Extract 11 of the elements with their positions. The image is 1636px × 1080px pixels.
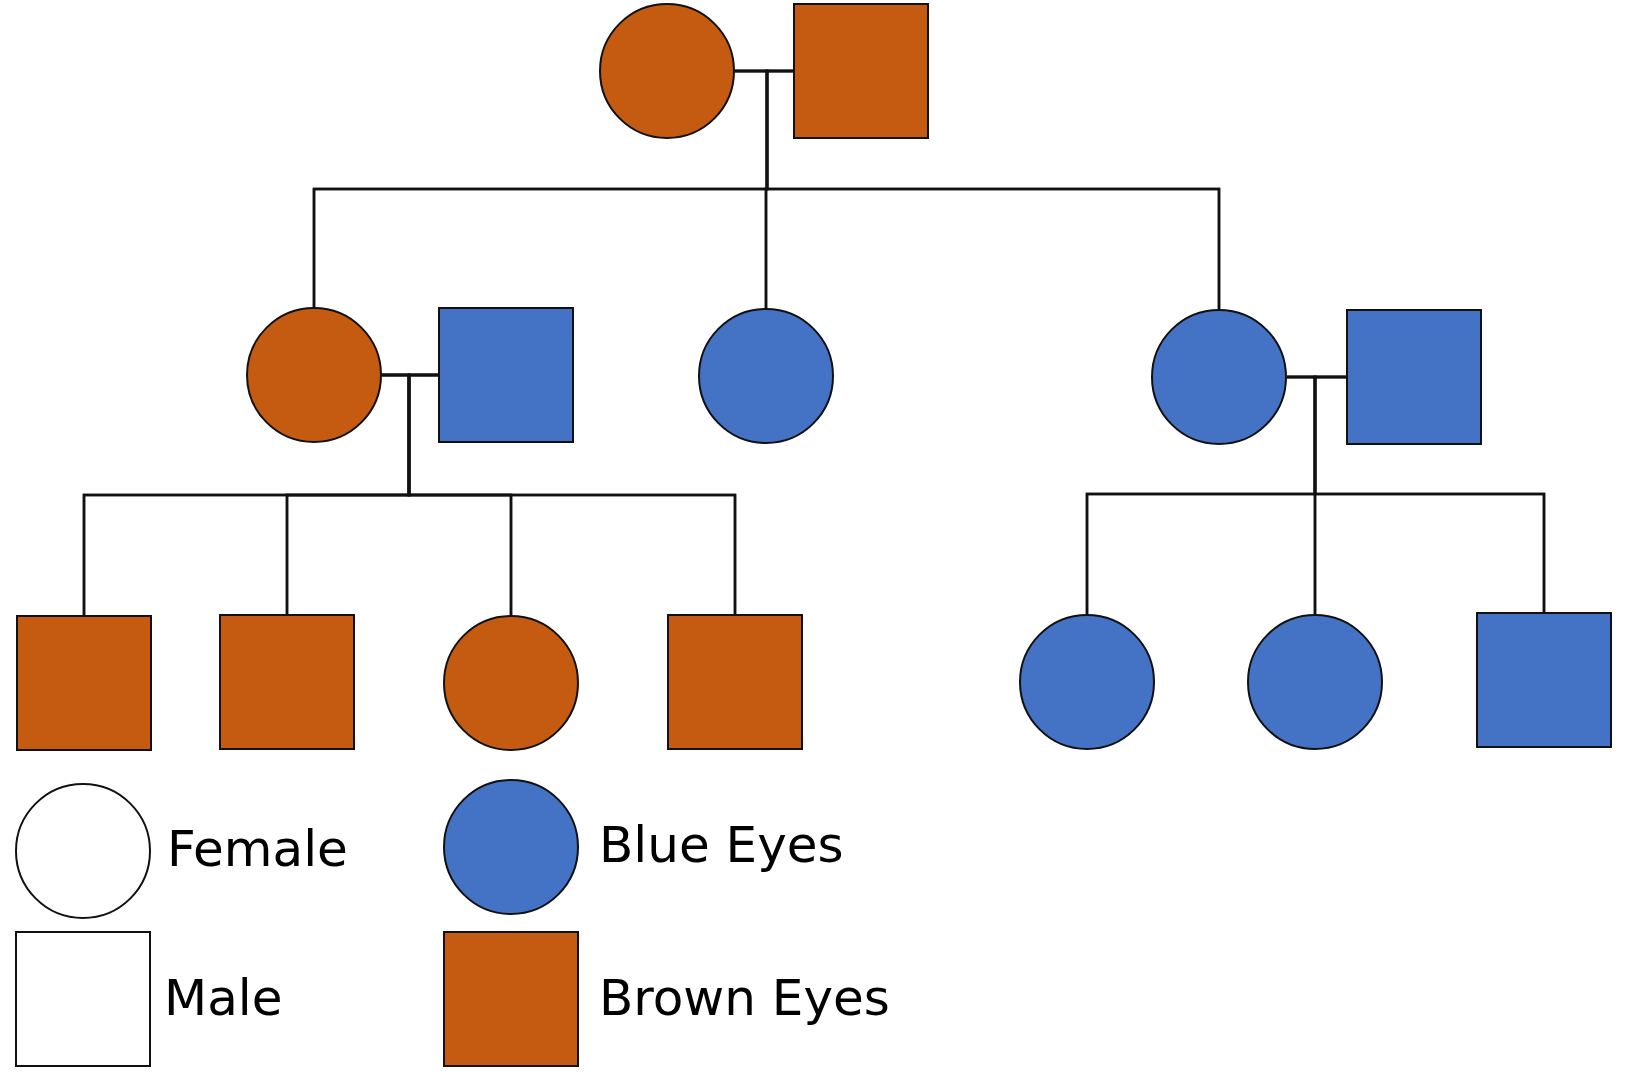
pedigree-square [1346, 309, 1482, 445]
legend-label: Brown Eyes [599, 973, 890, 1023]
pedigree-square [438, 307, 574, 443]
legend-label: Female [167, 824, 348, 874]
legend-label: Male [164, 973, 283, 1023]
legend-label: Blue Eyes [599, 820, 844, 870]
pedigree-square [16, 615, 152, 751]
pedigree-square [667, 614, 803, 750]
pedigree-square [219, 614, 355, 750]
pedigree-square [1476, 612, 1612, 748]
pedigree-square [793, 3, 929, 139]
